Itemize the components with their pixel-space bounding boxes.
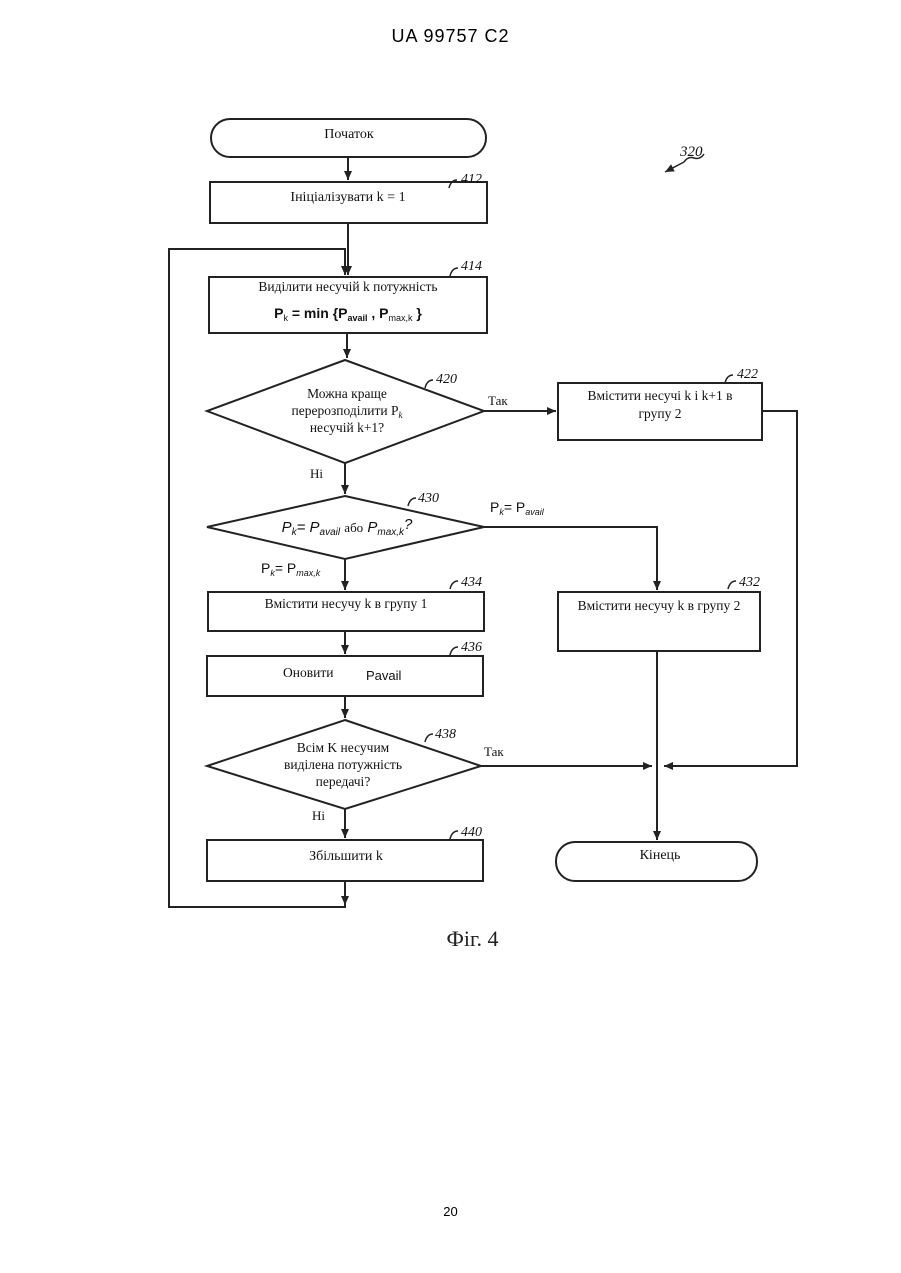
no-label-438: Ні bbox=[312, 808, 325, 823]
redistribute-line1: Можна краще bbox=[307, 386, 387, 401]
group1-label: Вмістити несучу k в групу 1 bbox=[265, 596, 428, 611]
group2-pair-line1: Вмістити несучі k і k+1 в bbox=[587, 388, 732, 403]
ref-tick-414 bbox=[450, 268, 458, 276]
ref-438: 438 bbox=[435, 727, 456, 742]
ref-tick-420 bbox=[425, 380, 433, 388]
yes-label-438: Так bbox=[484, 744, 504, 759]
init-label: Ініціалізувати k = 1 bbox=[290, 190, 405, 205]
yes-label-420: Так bbox=[488, 393, 508, 408]
redistribute-line3: несучій k+1? bbox=[310, 420, 384, 435]
ref-tick-422 bbox=[725, 375, 733, 383]
right-condition-label: Pk= Pavail bbox=[490, 499, 545, 517]
all-allocated-line3: передачі? bbox=[316, 774, 371, 789]
figure-ref-arrow bbox=[665, 162, 684, 172]
redistribute-line2: перерозподілити Pk bbox=[292, 403, 404, 420]
no-label-420: Ні bbox=[310, 466, 323, 481]
ref-414: 414 bbox=[461, 259, 482, 274]
ref-412: 412 bbox=[461, 172, 482, 187]
group2-label: Вмістити несучу k в групу 2 bbox=[578, 598, 741, 613]
edge-422-merge bbox=[664, 411, 797, 766]
all-allocated-line2: виділена потужність bbox=[284, 757, 402, 772]
ref-432: 432 bbox=[739, 575, 760, 590]
ref-440: 440 bbox=[461, 825, 482, 840]
ref-tick-434 bbox=[450, 581, 458, 589]
allocate-line1: Виділити несучій k потужність bbox=[258, 279, 437, 294]
end-label: Кінець bbox=[640, 848, 681, 863]
figure-ref-label: 320 bbox=[679, 144, 703, 160]
ref-434: 434 bbox=[461, 575, 482, 590]
ref-422: 422 bbox=[737, 367, 758, 382]
ref-tick-440 bbox=[450, 831, 458, 839]
update-var: Pavail bbox=[366, 668, 402, 683]
all-allocated-line1: Всім K несучим bbox=[297, 740, 390, 755]
increment-label: Збільшити k bbox=[309, 849, 383, 864]
figure-caption: Фіг. 4 bbox=[0, 926, 901, 952]
ref-tick-430 bbox=[408, 498, 416, 506]
ref-tick-432 bbox=[728, 581, 736, 589]
start-label: Початок bbox=[324, 127, 374, 142]
ref-436: 436 bbox=[461, 640, 482, 655]
down-condition-label: Pk= Pmax,k bbox=[261, 560, 321, 578]
edge-430-432 bbox=[484, 527, 657, 590]
ref-430: 430 bbox=[418, 491, 439, 506]
update-label: Оновити bbox=[283, 665, 333, 680]
group2-pair-line2: групу 2 bbox=[639, 406, 682, 421]
ref-420: 420 bbox=[436, 372, 457, 387]
ref-tick-436 bbox=[450, 647, 458, 655]
page-number: 20 bbox=[0, 1204, 901, 1219]
ref-tick-438 bbox=[425, 734, 433, 742]
update-box bbox=[207, 656, 483, 696]
